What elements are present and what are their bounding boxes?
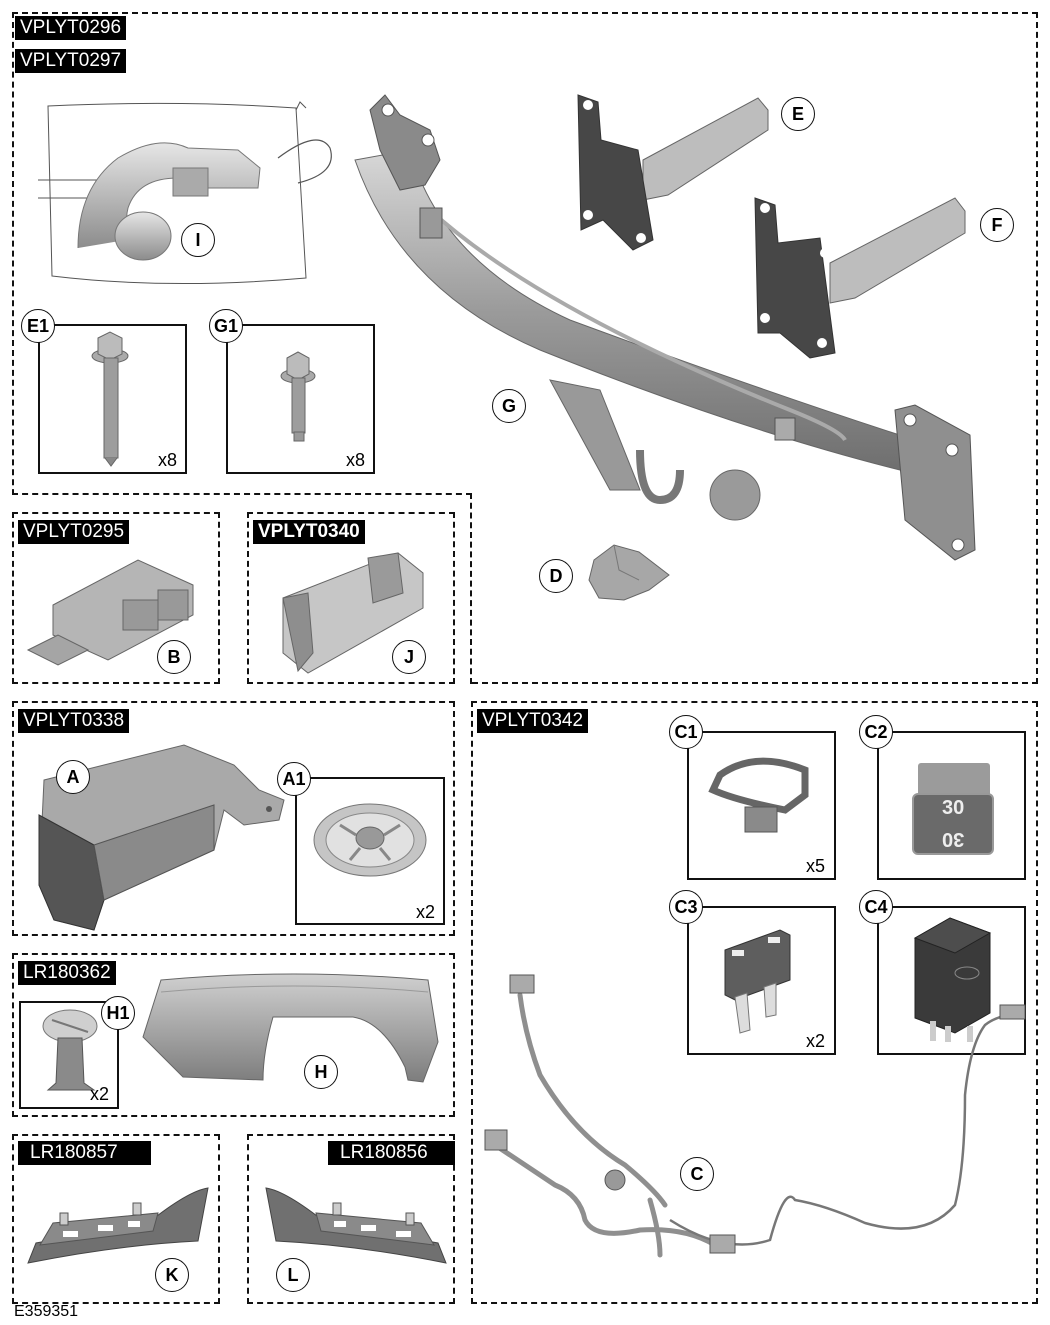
fuse-C2-rating-top: 30	[942, 797, 965, 819]
relay-C4-illustration	[913, 917, 992, 1042]
fuse-C2-body	[918, 763, 990, 798]
figure-id: E359351	[14, 1303, 79, 1320]
retainer-nut-A1-illustration	[313, 803, 427, 877]
callout-E1: E1	[21, 309, 55, 343]
quantity-label: x2	[90, 1084, 110, 1104]
item-box-C3	[687, 906, 836, 1055]
notch-edge-horizontal	[12, 493, 472, 495]
notch-edge-vertical	[470, 493, 472, 684]
quantity-label: x5	[806, 856, 826, 876]
callout-I: I	[181, 223, 215, 257]
callout-E: E	[781, 97, 815, 131]
callout-J: J	[392, 640, 426, 674]
kit-region-vplyt0340	[247, 512, 455, 684]
callout-L: L	[276, 1258, 310, 1292]
quantity-label: x8	[158, 450, 178, 470]
wiring-harness-C-illustration	[484, 974, 1026, 1258]
mounting-bracket-F-illustration	[754, 197, 966, 359]
callout-G1: G1	[209, 309, 243, 343]
quantity-label: x8	[346, 450, 366, 470]
callout-C3: C3	[669, 890, 703, 924]
part-number-tag: VPLYT0295	[18, 520, 130, 544]
callout-A1: A1	[277, 762, 311, 796]
tow-ball-bag-illustration	[38, 101, 332, 285]
part-number-tag: VPLYT0340	[253, 520, 365, 544]
bracket-A-illustration	[38, 744, 285, 931]
part-number-tag: VPLYT0338	[18, 709, 130, 733]
item-box-G1	[226, 324, 375, 474]
callout-C1: C1	[669, 715, 703, 749]
callout-H1: H1	[101, 996, 135, 1030]
clip-D-illustration	[588, 544, 670, 601]
kit-region-lr180362	[12, 953, 455, 1117]
item-box-C4	[877, 906, 1026, 1055]
item-box-C2	[877, 731, 1026, 880]
callout-A: A	[56, 760, 90, 794]
callout-G: G	[492, 389, 526, 423]
callout-C4: C4	[859, 890, 893, 924]
trim-K-illustration	[27, 1187, 209, 1264]
tow-bar-beam-illustration	[354, 94, 976, 561]
kit-region-vplyt0295	[12, 512, 220, 684]
callout-C: C	[680, 1157, 714, 1191]
callout-D: D	[539, 559, 573, 593]
mounting-bracket-E-illustration	[577, 94, 769, 251]
callout-K: K	[155, 1258, 189, 1292]
fastener-H1-illustration	[42, 1009, 98, 1091]
quantity-label: x2	[806, 1031, 826, 1051]
callout-H: H	[304, 1055, 338, 1089]
kit-region-lr180857	[12, 1134, 220, 1304]
bolt-long-illustration	[91, 331, 129, 467]
item-box-A1	[295, 777, 445, 925]
cover-H-illustration	[142, 973, 439, 1083]
callout-B: B	[157, 640, 191, 674]
quantity-label: x2	[416, 902, 436, 922]
part-number-tag: VPLYT0342	[477, 709, 589, 733]
item-box-C1	[687, 731, 836, 880]
item-box-E1	[38, 324, 187, 474]
callout-C2: C2	[859, 715, 893, 749]
kit-region-vplyt0296	[12, 12, 1038, 684]
blade-fuse-C3-illustration	[724, 929, 791, 1034]
module-B-illustration	[26, 559, 194, 666]
part-number-tag: VPLYT0296	[15, 16, 127, 40]
cable-tie-C1-illustration	[708, 757, 809, 833]
callout-F: F	[980, 208, 1014, 242]
kit-region-vplyt0342	[471, 701, 1038, 1304]
part-number-tag: LR180362	[18, 961, 116, 985]
kit-region-vplyt0338	[12, 701, 455, 936]
kit-region-lr180856	[247, 1134, 455, 1304]
bracket-J-illustration	[282, 552, 424, 674]
part-number-tag: LR180857	[18, 1141, 151, 1165]
fuse-C2-window	[912, 793, 994, 855]
part-number-tag: LR180856	[328, 1141, 455, 1165]
part-number-tag: VPLYT0297	[15, 49, 127, 73]
fuse-C2-rating-bottom: 30	[942, 828, 965, 850]
item-box-H1	[19, 1001, 119, 1109]
bolt-short-illustration	[280, 351, 316, 442]
trim-L-illustration	[265, 1187, 447, 1264]
